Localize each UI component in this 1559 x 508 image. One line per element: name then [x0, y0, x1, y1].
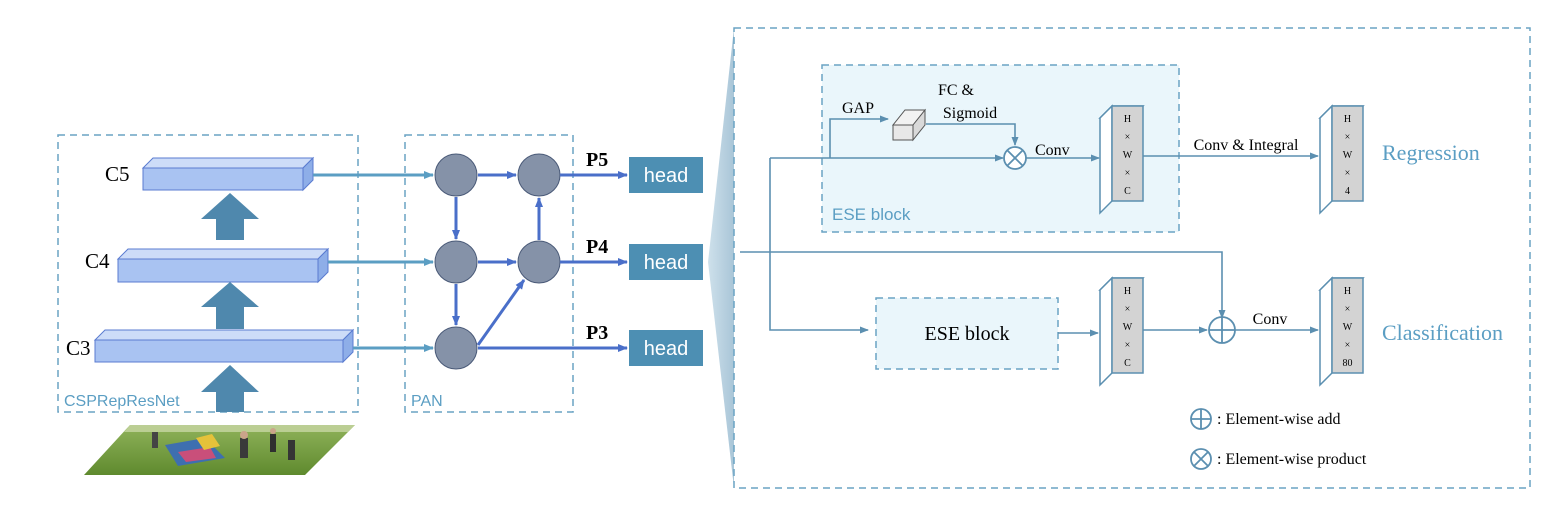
head-box-p5	[629, 157, 703, 193]
pan-label: PAN	[411, 393, 443, 410]
legend-product-icon	[1190, 448, 1212, 470]
backbone-frame	[57, 134, 359, 413]
heads: head head head	[629, 157, 703, 366]
svg-text:W: W	[1343, 150, 1353, 161]
svg-text:H: H	[1344, 286, 1351, 297]
backbone-panel: CSPRepResNet C5 C4 C3	[57, 134, 359, 475]
pan-arrow-e	[476, 279, 526, 346]
c4-block	[116, 247, 330, 284]
gap-label: GAP	[842, 100, 874, 117]
conv-bottom-label: Conv	[1253, 311, 1288, 328]
regression-label: Regression	[1382, 140, 1480, 165]
p4-label: P4	[586, 236, 608, 258]
input-branch-line	[769, 158, 869, 334]
c5-label: C5	[105, 162, 130, 186]
svg-text:C: C	[1124, 358, 1131, 369]
svg-text:×: ×	[1345, 304, 1351, 315]
svg-text:W: W	[1343, 322, 1353, 333]
pan-node	[434, 153, 478, 197]
ese-top-label: ESE block	[832, 205, 911, 224]
detail-panel: ESE block GAP FC & Sigmoid Conv H	[733, 27, 1531, 489]
svg-text:×: ×	[1345, 340, 1351, 351]
head-label: head	[644, 165, 689, 187]
conv-top-label: Conv	[1035, 142, 1070, 159]
gap-line	[829, 115, 889, 158]
feature-map-bottom: H × W × C	[1098, 276, 1145, 387]
svg-text:H: H	[1124, 114, 1131, 125]
conv-integral-label: Conv & Integral	[1194, 137, 1299, 154]
head-box-p4	[629, 244, 703, 280]
svg-text:×: ×	[1345, 168, 1351, 179]
fc-label-line2: Sigmoid	[943, 105, 997, 122]
svg-text:W: W	[1123, 150, 1133, 161]
svg-text:×: ×	[1125, 340, 1131, 351]
p3-label: P3	[586, 322, 608, 344]
c3-block	[93, 328, 355, 364]
product-operator	[1003, 146, 1027, 170]
legend-add-label: : Element-wise add	[1217, 411, 1341, 428]
detail-frame	[733, 27, 1531, 489]
feature-map-top: H × W × C	[1098, 104, 1145, 215]
up-arrow-c4-c5	[201, 193, 259, 240]
legend-add-icon	[1190, 408, 1212, 430]
svg-text:×: ×	[1125, 304, 1131, 315]
ese-bottom-label: ESE block	[925, 323, 1010, 345]
svg-text:×: ×	[1345, 132, 1351, 143]
svg-text:H: H	[1124, 286, 1131, 297]
pan-node	[517, 240, 561, 284]
fc-to-product-line	[926, 123, 1019, 146]
c5-block	[141, 156, 315, 192]
skip-to-add-line	[740, 251, 1226, 319]
head-label: head	[644, 252, 689, 274]
legend: : Element-wise add : Element-wise produc…	[1190, 408, 1367, 470]
zoom-funnel	[708, 28, 734, 488]
p5-label: P5	[586, 149, 608, 171]
legend-product-label: : Element-wise product	[1217, 451, 1367, 468]
svg-text:C: C	[1124, 186, 1131, 197]
ese-block-bottom	[875, 297, 1059, 370]
c3-label: C3	[66, 336, 91, 360]
svg-text:4: 4	[1345, 186, 1350, 197]
svg-text:×: ×	[1125, 168, 1131, 179]
feature-map-regression: H × W × 4	[1318, 104, 1365, 215]
fc-cube	[891, 108, 927, 142]
pan-node	[517, 153, 561, 197]
backbone-label: CSPRepResNet	[64, 393, 180, 410]
add-operator	[1208, 316, 1236, 344]
pan-panel: PAN P5 P4 P3	[313, 134, 628, 413]
pan-node	[434, 240, 478, 284]
fc-label-line1: FC &	[938, 82, 975, 99]
svg-text:80: 80	[1343, 358, 1353, 369]
classification-label: Classification	[1382, 320, 1503, 345]
up-arrow-input	[201, 365, 259, 412]
up-arrow-c3-c4	[201, 282, 259, 329]
svg-text:H: H	[1344, 114, 1351, 125]
svg-text:×: ×	[1125, 132, 1131, 143]
head-label: head	[644, 338, 689, 360]
c4-label: C4	[85, 249, 110, 273]
pan-frame	[404, 134, 574, 413]
svg-text:W: W	[1123, 322, 1133, 333]
head-box-p3	[629, 330, 703, 366]
input-image	[84, 425, 355, 475]
feature-map-classification: H × W × 80	[1318, 276, 1365, 387]
pan-node	[434, 326, 478, 370]
